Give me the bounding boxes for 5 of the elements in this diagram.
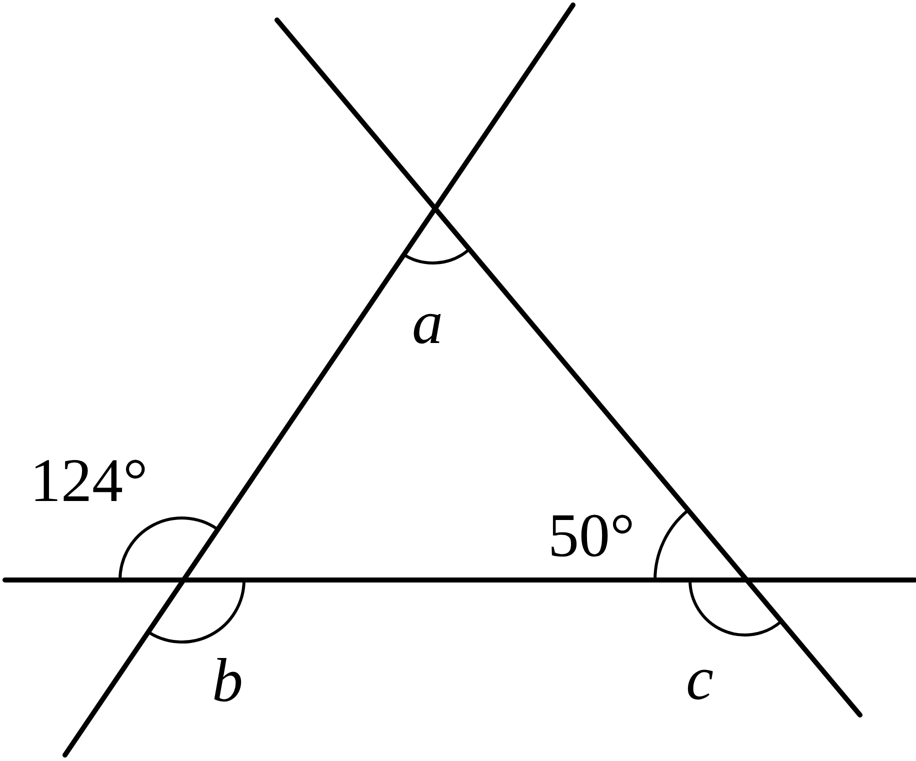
angle-variable-label: a	[412, 292, 443, 354]
angle-measure-label: 50°	[548, 505, 635, 567]
angle-measure-label: 124°	[30, 450, 148, 512]
angle-variable-label: b	[212, 650, 243, 712]
angle-variable-label: c	[686, 648, 714, 710]
